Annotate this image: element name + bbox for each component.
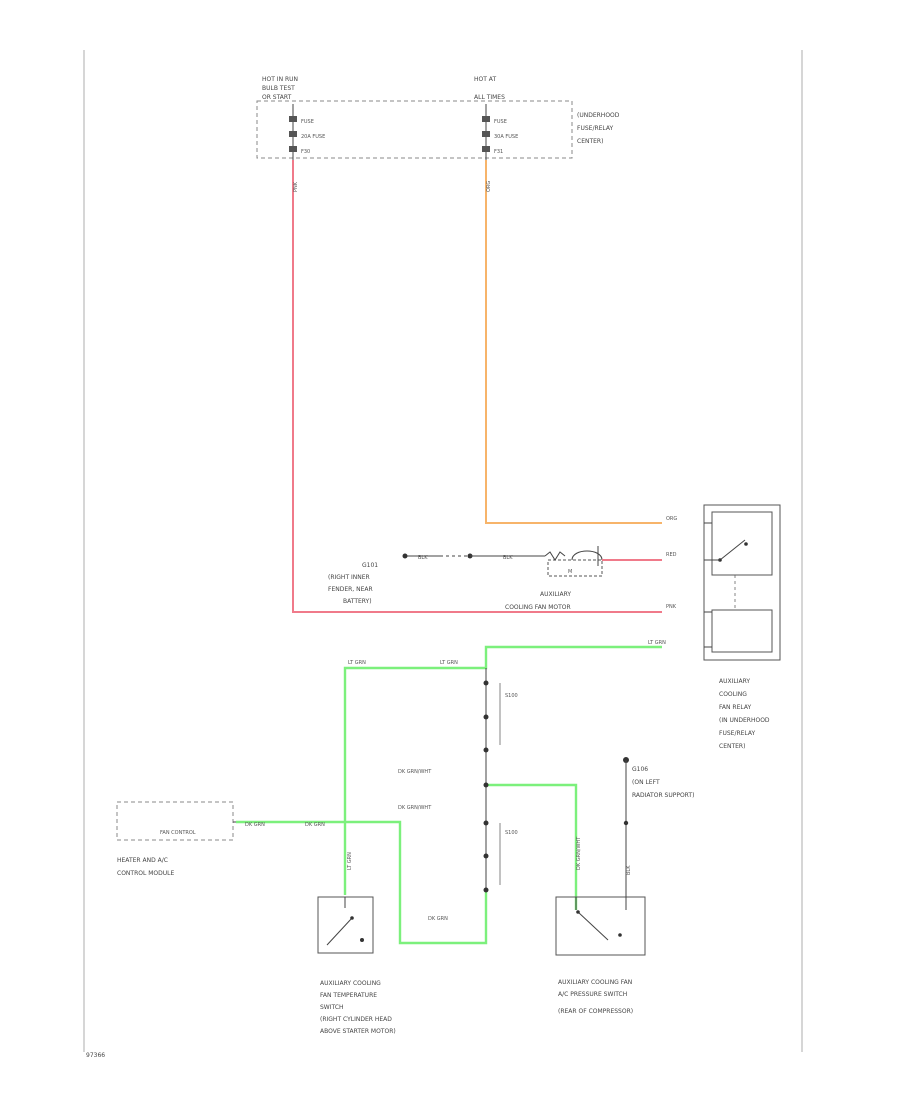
svg-text:HEATER AND A/C: HEATER AND A/C	[117, 857, 168, 864]
svg-text:BATTERY): BATTERY)	[343, 598, 372, 605]
page-code: 97366	[86, 1052, 105, 1059]
ground-g106: BLK	[623, 757, 632, 897]
svg-text:F31: F31	[494, 149, 503, 155]
svg-text:HOT AT: HOT AT	[474, 76, 496, 83]
dk-grn-wire	[236, 820, 488, 945]
svg-text:FAN RELAY: FAN RELAY	[719, 704, 751, 711]
svg-text:AUXILIARY: AUXILIARY	[719, 678, 750, 685]
pnk-wire-label: PNK	[293, 181, 299, 192]
splice-label-bottom: S100	[505, 830, 518, 836]
lt-grn-label-mid: LT GRN	[440, 660, 458, 666]
underhood-fuse-box	[256, 100, 573, 159]
svg-text:CENTER): CENTER)	[719, 743, 745, 750]
dk-grn-label-left: DK GRN	[245, 822, 265, 828]
svg-text:RADIATOR SUPPORT): RADIATOR SUPPORT)	[632, 792, 694, 799]
svg-text:FUSE/RELAY: FUSE/RELAY	[719, 730, 756, 737]
pressure-switch-label: AUXILIARY COOLING FAN A/C PRESSURE SWITC…	[558, 979, 633, 1015]
svg-text:FAN CONTROL: FAN CONTROL	[160, 830, 196, 836]
svg-text:F30: F30	[301, 149, 310, 155]
pnk-wire-relay-label: PNK	[666, 604, 677, 610]
svg-text:FUSE: FUSE	[301, 119, 314, 125]
svg-text:(IN UNDERHOOD: (IN UNDERHOOD	[719, 717, 770, 724]
lt-grn-label-vertical: LT GRN	[347, 852, 353, 870]
dk-grn-label-bottom: DK GRN	[428, 916, 448, 922]
svg-text:ALL TIMES: ALL TIMES	[474, 94, 505, 101]
svg-text:OR START: OR START	[262, 94, 292, 101]
fuse-left: HOT IN RUN BULB TEST OR START FUSE 20A F…	[262, 76, 325, 160]
svg-text:AUXILIARY: AUXILIARY	[540, 591, 571, 598]
lt-grn-label-left: LT GRN	[348, 660, 366, 666]
lt-grn-wire-top	[343, 645, 662, 895]
svg-text:FUSE: FUSE	[494, 119, 507, 125]
svg-text:COOLING FAN MOTOR: COOLING FAN MOTOR	[505, 604, 571, 611]
org-wire-label: ORG	[486, 181, 492, 192]
dk-grn-wht-label-vertical: DK GRN/WHT	[576, 836, 582, 870]
heater-module-label: HEATER AND A/C CONTROL MODULE	[117, 857, 174, 877]
svg-text:AUXILIARY COOLING FAN: AUXILIARY COOLING FAN	[558, 979, 632, 986]
lt-grn-label-right: LT GRN	[648, 640, 666, 646]
svg-text:AUXILIARY COOLING: AUXILIARY COOLING	[320, 980, 381, 987]
cooling-fan-motor: M	[547, 546, 603, 577]
svg-text:BLK: BLK	[626, 865, 632, 875]
ground-g106-label: G106 (ON LEFT RADIATOR SUPPORT)	[632, 766, 694, 799]
svg-text:FAN TEMPERATURE: FAN TEMPERATURE	[320, 992, 377, 999]
svg-text:G106: G106	[632, 766, 648, 773]
svg-text:COOLING: COOLING	[719, 691, 747, 698]
relay-label: AUXILIARY COOLING FAN RELAY (IN UNDERHOO…	[719, 678, 770, 750]
svg-text:(ON LEFT: (ON LEFT	[632, 779, 660, 786]
svg-text:BLK: BLK	[503, 555, 513, 561]
svg-text:HOT IN RUN: HOT IN RUN	[262, 76, 298, 83]
cooling-fan-motor-label: AUXILIARY COOLING FAN MOTOR	[505, 591, 571, 611]
svg-text:(REAR OF COMPRESSOR): (REAR OF COMPRESSOR)	[558, 1008, 633, 1015]
svg-text:BLK: BLK	[418, 555, 428, 561]
red-wire-relay-label: RED	[666, 552, 677, 558]
fuse-right: HOT AT ALL TIMES FUSE 30A FUSE F31	[474, 76, 518, 160]
svg-text:BULB TEST: BULB TEST	[262, 85, 295, 92]
org-wire-relay-label: ORG	[666, 516, 677, 522]
temperature-switch	[317, 896, 374, 954]
dk-grn-wht-label-2: DK GRN/WHT	[398, 805, 432, 811]
ground-blk-circuit: BLK BLK	[402, 551, 566, 561]
splice-label-top: S100	[505, 693, 518, 699]
svg-text:(UNDERHOOD: (UNDERHOOD	[577, 112, 620, 119]
svg-text:CONTROL MODULE: CONTROL MODULE	[117, 870, 174, 877]
underhood-center-label: (UNDERHOOD FUSE/RELAY CENTER)	[577, 112, 620, 145]
svg-text:SWITCH: SWITCH	[320, 1004, 344, 1011]
svg-text:M: M	[568, 569, 572, 575]
svg-text:ABOVE STARTER MOTOR): ABOVE STARTER MOTOR)	[320, 1028, 396, 1035]
dk-grn-wht-label-1: DK GRN/WHT	[398, 769, 432, 775]
splice-column	[483, 668, 501, 893]
svg-text:FENDER, NEAR: FENDER, NEAR	[328, 586, 373, 593]
svg-text:(RIGHT INNER: (RIGHT INNER	[328, 574, 370, 581]
dk-grn-label-mid: DK GRN	[305, 822, 325, 828]
ground-label-g101: G101 (RIGHT INNER FENDER, NEAR BATTERY)	[328, 562, 378, 605]
svg-text:CENTER): CENTER)	[577, 138, 603, 145]
svg-text:G101: G101	[362, 562, 378, 569]
svg-text:FUSE/RELAY: FUSE/RELAY	[577, 125, 614, 132]
svg-text:A/C PRESSURE SWITCH: A/C PRESSURE SWITCH	[558, 991, 627, 998]
heater-ac-control-module: FAN CONTROL	[116, 801, 236, 841]
dk-grn-wht-wire	[486, 783, 578, 910]
cooling-fan-relay	[703, 504, 781, 661]
org-wire	[485, 160, 662, 524]
temperature-switch-label: AUXILIARY COOLING FAN TEMPERATURE SWITCH…	[320, 980, 396, 1035]
svg-text:(RIGHT CYLINDER HEAD: (RIGHT CYLINDER HEAD	[320, 1016, 392, 1023]
svg-text:20A FUSE: 20A FUSE	[301, 134, 325, 140]
pnk-wire	[292, 160, 662, 613]
svg-text:30A FUSE: 30A FUSE	[494, 134, 518, 140]
pressure-switch	[555, 896, 646, 956]
